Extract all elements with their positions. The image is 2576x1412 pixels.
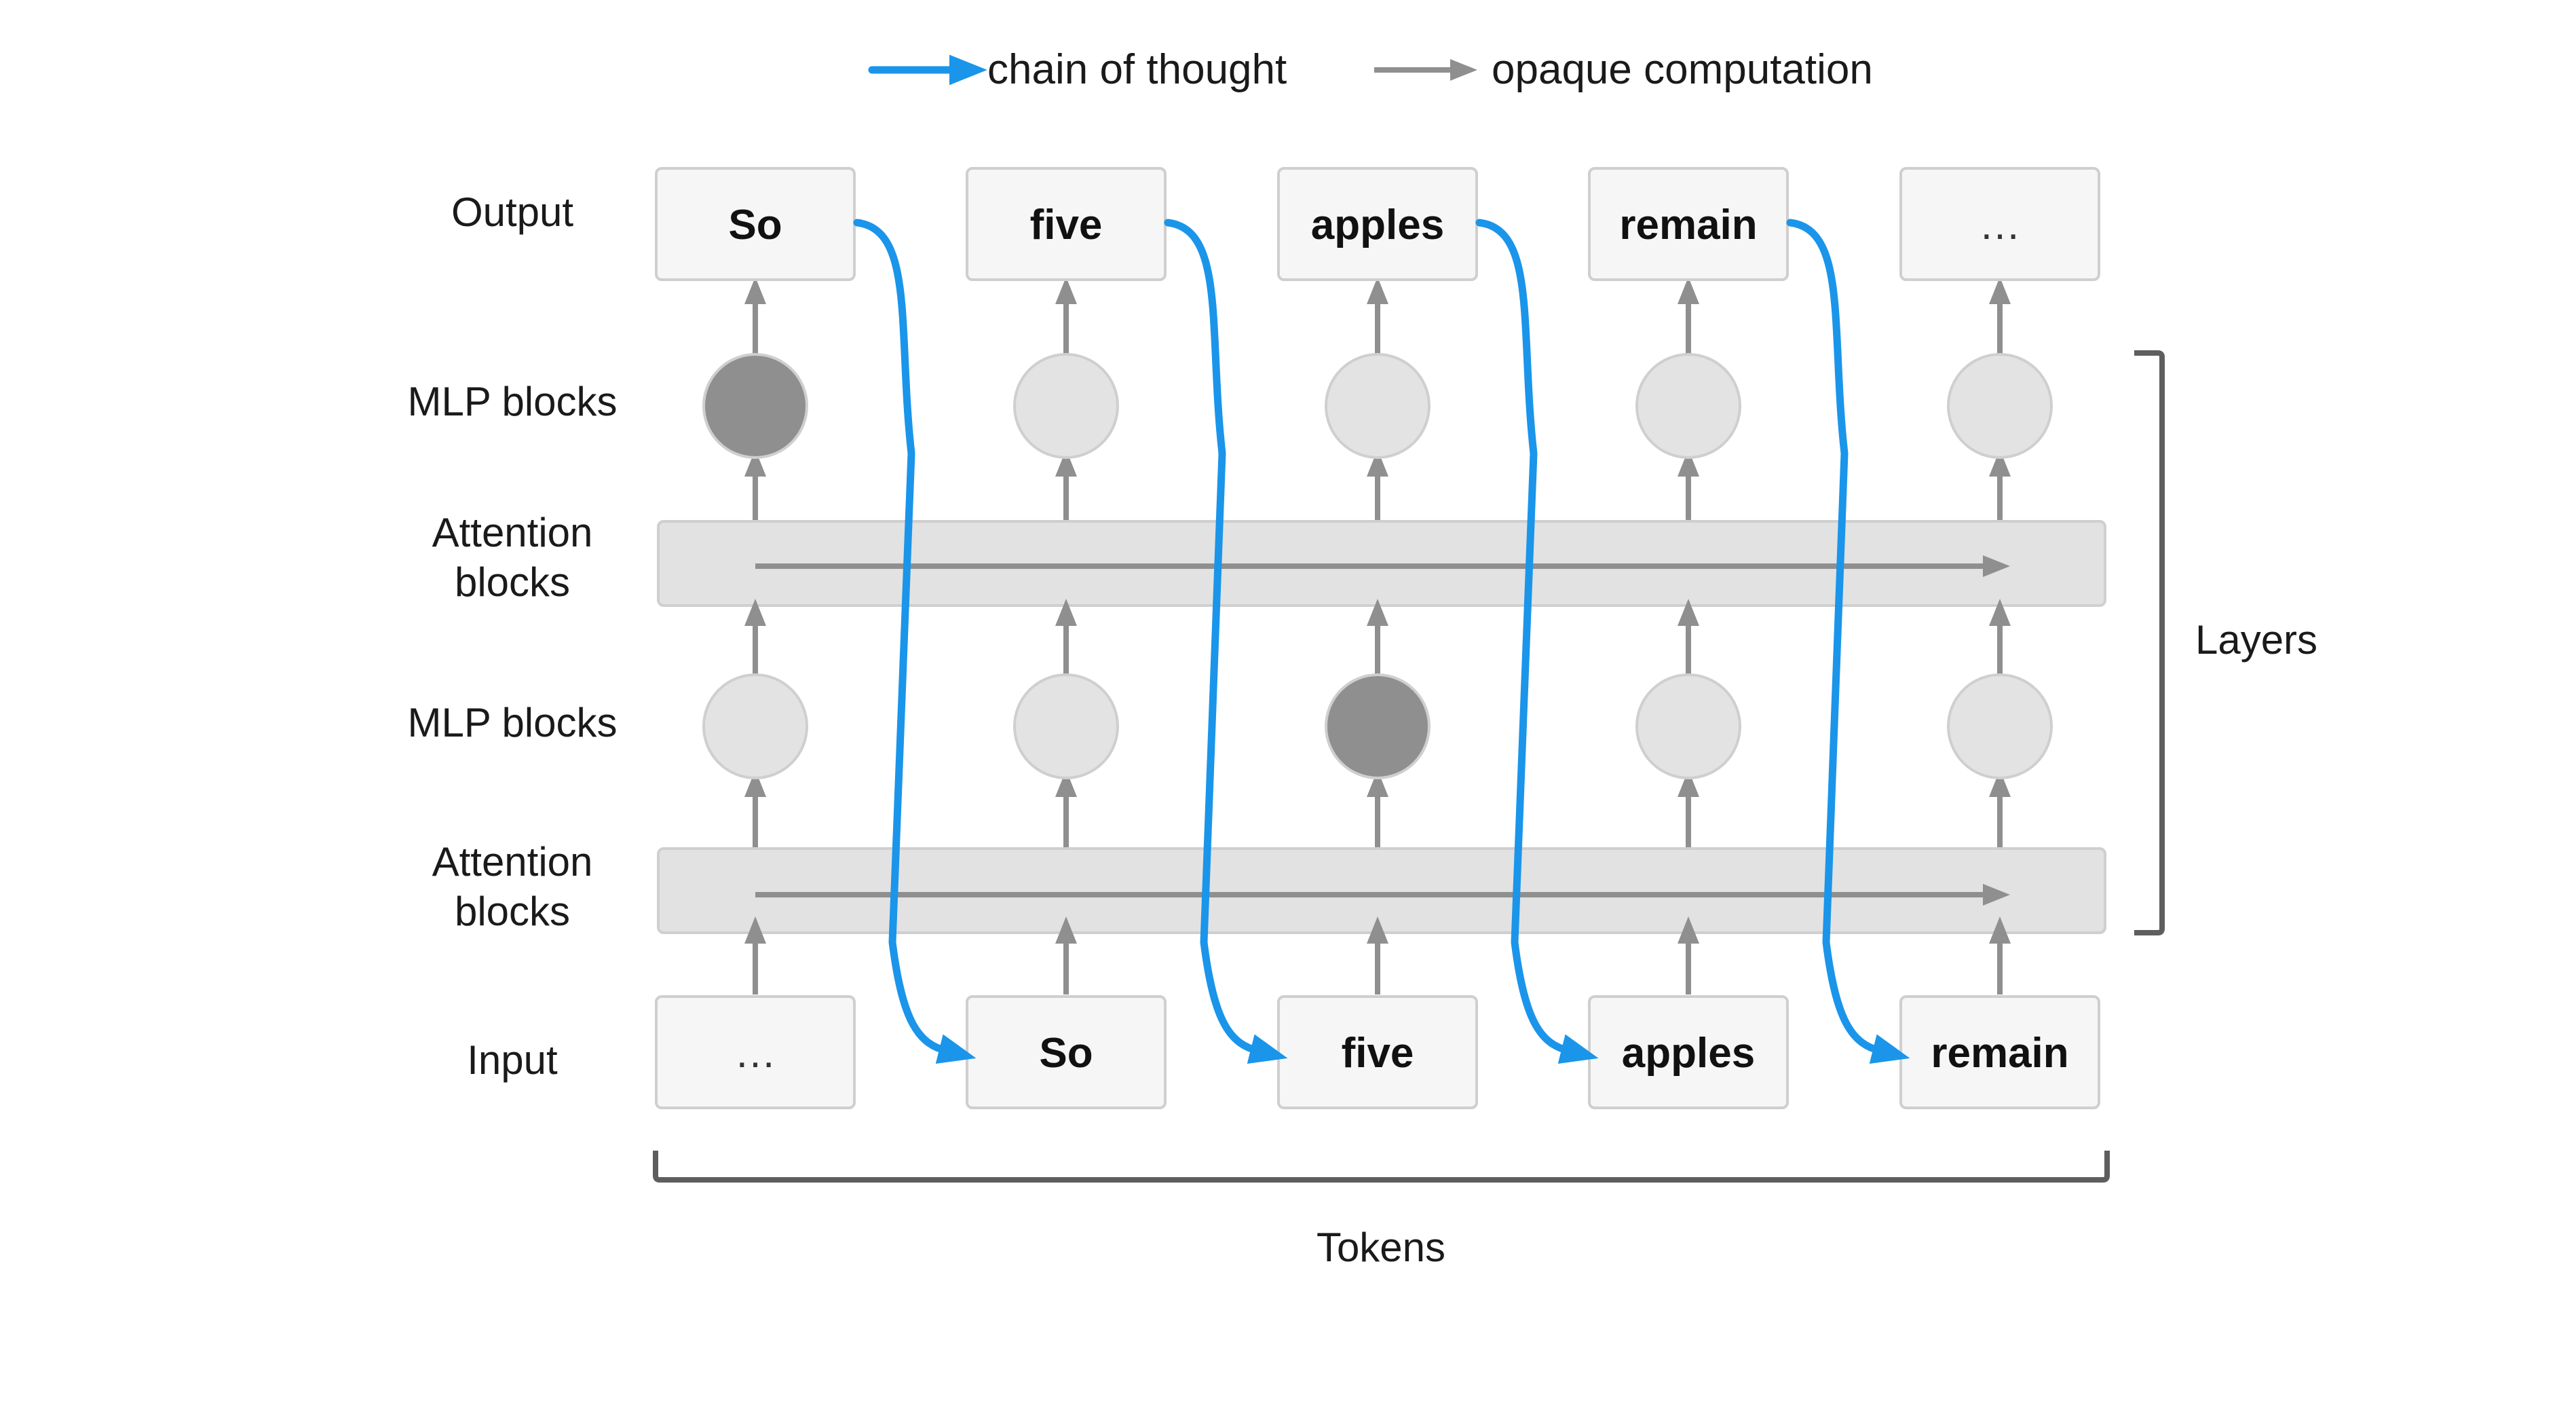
row-label-attention-top-line2: blocks (455, 559, 570, 605)
row-labels: Output MLP blocks Attention blocks MLP b… (407, 189, 617, 1083)
input-token-3: apples (1622, 1030, 1755, 1077)
mlp-circle-bottom-3 (1635, 673, 1741, 779)
mlp-circle-top-1 (1013, 353, 1119, 459)
row-label-output: Output (451, 189, 573, 235)
chain-of-thought-arrow-1 (1164, 219, 1288, 1064)
tokens-bracket (653, 1151, 2110, 1183)
row-label-attention-top-line1: Attention (432, 510, 593, 555)
layers-bracket (2134, 350, 2165, 935)
output-token-box-4 (1899, 167, 2100, 281)
attention-band-bottom (657, 847, 2106, 934)
legend: chain of thought opaque computation (868, 46, 1873, 93)
output-token-4: … (1979, 202, 2021, 248)
mlp-circle-bottom-0 (702, 673, 808, 779)
output-token-0: So (728, 202, 782, 248)
row-label-mlp-top: MLP blocks (407, 379, 617, 424)
mlp-circle-top-0 (702, 353, 808, 459)
tokens-label: Tokens (1317, 1225, 1445, 1270)
row-label-attention-bottom-line1: Attention (432, 839, 593, 885)
legend-opaque-computation-label: opaque computation (1492, 46, 1873, 93)
chain-of-thought-arrows (853, 219, 1910, 1064)
input-token-0: … (734, 1030, 776, 1077)
chain-of-thought-arrow-0 (853, 219, 977, 1064)
row-label-mlp-bottom: MLP blocks (407, 700, 617, 745)
chain-of-thought-arrow-3 (1786, 219, 1910, 1064)
mlp-circle-bottom-2 (1325, 673, 1431, 779)
input-token-1: So (1039, 1030, 1093, 1077)
mlp-circle-top-2 (1325, 353, 1431, 459)
output-token-3: remain (1619, 202, 1757, 248)
output-token-2: apples (1311, 202, 1444, 248)
input-token-4: remain (1931, 1030, 2068, 1077)
legend-chain-of-thought-label: chain of thought (987, 46, 1287, 93)
mlp-circle-bottom-1 (1013, 673, 1119, 779)
mlp-circle-top-4 (1947, 353, 2053, 459)
output-token-1: five (1030, 202, 1103, 248)
layers-label: Layers (2195, 617, 2317, 663)
mlp-circle-bottom-4 (1947, 673, 2053, 779)
input-token-2: five (1342, 1030, 1414, 1077)
row-label-attention-bottom-line2: blocks (455, 889, 570, 934)
row-label-input: Input (467, 1037, 558, 1083)
chain-of-thought-arrow-2 (1475, 219, 1599, 1064)
mlp-circle-top-3 (1635, 353, 1741, 459)
input-token-box-0 (655, 995, 856, 1109)
